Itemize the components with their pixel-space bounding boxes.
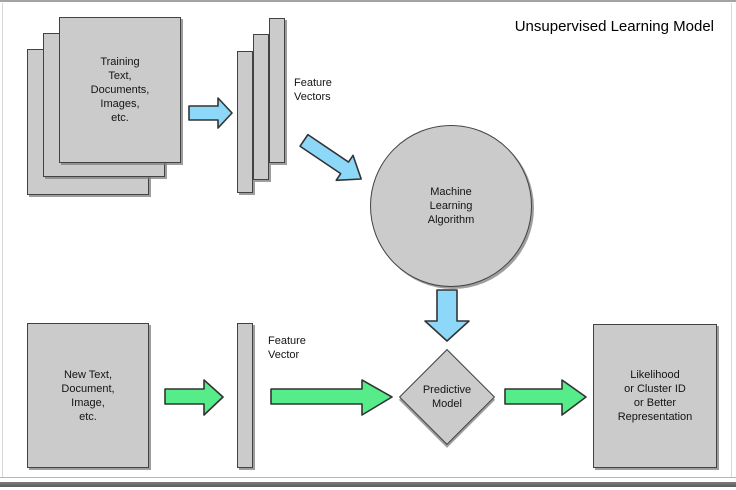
training-to-feature-vectors-arrow [188, 97, 233, 129]
feature-vectors-label: Feature Vectors [294, 77, 332, 103]
predictive-model-to-output-arrow [504, 379, 587, 416]
feature-vectors-to-algorithm-arrow [299, 133, 362, 182]
predictive-model-node: Predictive Model [398, 348, 496, 446]
frame-bottom-border [0, 477, 736, 478]
machine-learning-algorithm-node: Machine Learning Algorithm [370, 125, 532, 287]
feature-vector-bar-middle [253, 34, 269, 180]
training-documents-node: Training Text, Documents, Images, etc. [59, 17, 181, 163]
window-bottom-edge [0, 482, 736, 487]
frame-top-border [0, 0, 736, 2]
feature-vector-to-predictive-model-arrow [270, 379, 393, 416]
machine-learning-algorithm-label: Machine Learning Algorithm [427, 186, 475, 226]
output-label: Likelihood or Cluster ID or Better Repre… [617, 369, 693, 423]
feature-vector-bar-front [269, 18, 285, 163]
output-node: Likelihood or Cluster ID or Better Repre… [593, 324, 717, 468]
feature-vector-bar [237, 323, 253, 468]
algorithm-to-predictive-model-arrow [424, 289, 470, 342]
frame-right-border [731, 3, 732, 477]
page-title: Unsupervised Learning Model [514, 18, 714, 35]
new-input-node: New Text, Document, Image, etc. [27, 323, 149, 468]
predictive-model-label: Predictive Model [422, 384, 472, 410]
frame-left-border [2, 3, 3, 477]
feature-vector-label: Feature Vector [268, 335, 306, 361]
new-input-to-feature-vector-arrow [164, 379, 224, 416]
training-documents-label: Training Text, Documents, Images, etc. [90, 56, 150, 124]
feature-vector-bar-back [237, 51, 253, 193]
new-input-label: New Text, Document, Image, etc. [61, 368, 115, 423]
